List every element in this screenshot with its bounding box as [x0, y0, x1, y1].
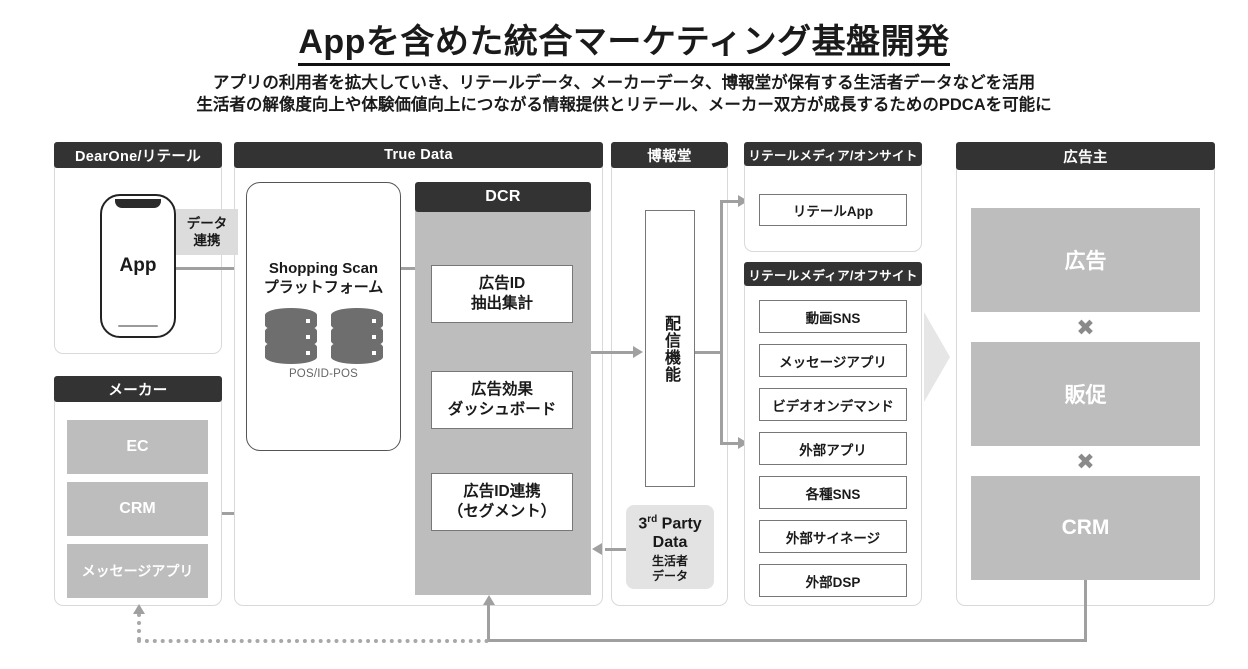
data-linkage-line-1: データ	[186, 216, 228, 231]
arrow-thirdparty-to-dcr-line	[605, 548, 626, 551]
offsite-item-video-sns[interactable]: 動画SNS	[759, 300, 907, 333]
pos-caption: POS/ID-POS	[288, 368, 359, 380]
third-party-rest: Party	[657, 515, 702, 533]
shopping-scan-title: Shopping Scan プラットフォーム	[246, 259, 401, 297]
offsite-item-vod[interactable]: ビデオオンデマンド	[759, 388, 907, 421]
subtitle-line-1: アプリの利用者を拡大していき、リテールデータ、メーカーデータ、博報堂が保有する生…	[212, 74, 1036, 92]
arrow-dcr-to-delivery-line	[591, 351, 635, 354]
advertiser-item-promotion[interactable]: 販促	[971, 342, 1200, 446]
third-party-sub-line-2: データ	[651, 569, 688, 584]
arrow-delivery-to-onsite-line	[720, 200, 740, 203]
arrow-delivery-to-offsite-head	[738, 437, 748, 449]
phone-app-label: App	[119, 255, 157, 276]
offsite-item-external-dsp[interactable]: 外部DSP	[759, 564, 907, 597]
delivery-function-box: 配信機能	[645, 210, 695, 487]
database-icon	[265, 308, 383, 364]
dcr-title: DCR	[415, 182, 591, 212]
maker-item-crm[interactable]: CRM	[67, 482, 208, 536]
multiply-icon-1: ✖	[1076, 315, 1095, 340]
third-party-sub-line-1: 生活者	[651, 554, 688, 569]
panel-dearone-title: DearOne/リテール	[54, 142, 222, 168]
dcr-item-1-line-1: 広告効果	[470, 381, 533, 398]
phone-home-indicator	[118, 324, 158, 327]
delivery-branch-vertical	[720, 201, 723, 445]
offsite-item-message-app[interactable]: メッセージアプリ	[759, 344, 907, 377]
feedback-line-up-to-dcr	[487, 604, 490, 642]
data-linkage-line-2: 連携	[193, 233, 221, 248]
dcr-item-2-line-1: 広告ID連携	[463, 483, 541, 500]
page-title-text: Appを含めた統合マーケティング基盤開発	[298, 23, 950, 66]
feedback-line-from-crm	[1084, 580, 1087, 642]
maker-item-ec[interactable]: EC	[67, 420, 208, 474]
dcr-item-adid-linkage[interactable]: 広告ID連携 （セグメント）	[431, 473, 573, 531]
onsite-item-retail-app[interactable]: リテールApp	[759, 194, 907, 226]
dcr-item-0-line-2: 抽出集計	[470, 295, 533, 312]
feedback-dotted-up-to-maker	[137, 613, 141, 641]
third-party-line-2: Data	[652, 534, 688, 552]
dcr-item-0-line-1: 広告ID	[478, 275, 526, 292]
delivery-function-label: 配信機能	[662, 314, 679, 383]
panel-hakuhodo-title: 博報堂	[611, 142, 728, 168]
offsite-item-external-app[interactable]: 外部アプリ	[759, 432, 907, 465]
third-party-prefix: 3	[638, 515, 648, 533]
third-party-sup: rd	[647, 513, 658, 525]
maker-item-message-app[interactable]: メッセージアプリ	[67, 544, 208, 598]
arrow-delivery-to-onsite-head	[738, 195, 748, 207]
arrow-dcr-to-delivery-head	[633, 346, 643, 358]
third-party-main: 3rd Party Data	[638, 510, 701, 552]
multiply-icon-2: ✖	[1076, 449, 1095, 474]
feedback-arrow-to-maker	[133, 604, 145, 614]
shopping-scan-line-2: プラットフォーム	[263, 279, 384, 296]
dcr-item-1-line-2: ダッシュボード	[447, 401, 557, 418]
offsite-item-various-sns[interactable]: 各種SNS	[759, 476, 907, 509]
dcr-item-ad-dashboard[interactable]: 広告効果 ダッシュボード	[431, 371, 573, 429]
page-subtitle: アプリの利用者を拡大していき、リテールデータ、メーカーデータ、博報堂が保有する生…	[0, 72, 1248, 116]
offsite-item-signage[interactable]: 外部サイネージ	[759, 520, 907, 553]
subtitle-line-2: 生活者の解像度向上や体験価値向上につながる情報提供とリテール、メーカー双方が成長…	[196, 96, 1052, 114]
chevron-to-advertiser-icon	[924, 312, 950, 402]
page-title: Appを含めた統合マーケティング基盤開発	[0, 14, 1248, 66]
third-party-data-box: 3rd Party Data 生活者 データ	[626, 505, 714, 589]
panel-advertiser-title: 広告主	[956, 142, 1215, 170]
dcr-item-adid-extract[interactable]: 広告ID 抽出集計	[431, 265, 573, 323]
feedback-line-bottom	[487, 639, 1087, 642]
feedback-dotted-bottom	[137, 639, 489, 643]
delivery-branch-stem	[695, 351, 723, 354]
panel-retail-offsite-title: リテールメディア/オフサイト	[744, 262, 922, 286]
dcr-item-2-line-2: （セグメント）	[447, 503, 557, 520]
phone-mockup: App	[100, 194, 176, 338]
feedback-arrow-to-dcr	[483, 595, 495, 605]
third-party-sub: 生活者 データ	[652, 554, 688, 584]
data-linkage-label: データ 連携	[176, 209, 238, 255]
panel-retail-onsite-title: リテールメディア/オンサイト	[744, 142, 922, 166]
arrow-delivery-to-offsite-line	[720, 442, 740, 445]
panel-truedata-title: True Data	[234, 142, 603, 168]
arrow-ss-to-dcr-line	[401, 267, 423, 270]
advertiser-item-crm[interactable]: CRM	[971, 476, 1200, 580]
phone-notch	[115, 199, 161, 208]
arrow-thirdparty-to-dcr-head	[592, 543, 602, 555]
shopping-scan-line-1: Shopping Scan	[268, 260, 379, 277]
advertiser-item-ad[interactable]: 広告	[971, 208, 1200, 312]
arrow-app-to-shoppingscan-line	[176, 267, 238, 270]
panel-maker-title: メーカー	[54, 376, 222, 402]
